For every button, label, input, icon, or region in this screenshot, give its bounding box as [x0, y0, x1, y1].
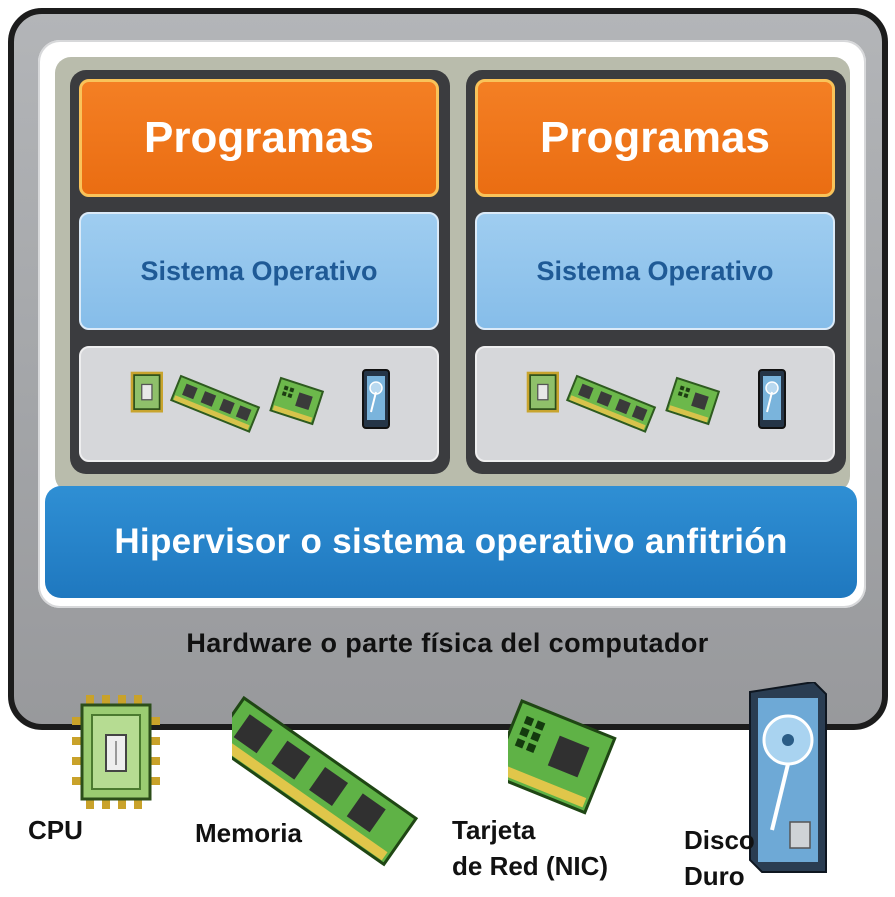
nic-label-line1: Tarjeta	[452, 815, 536, 845]
cpu-icon	[526, 371, 559, 413]
programs-layer: Programas	[475, 79, 835, 197]
virtual-machine-right: Programas Sistema Operativo	[466, 70, 846, 474]
virtual-hardware-icons	[130, 369, 390, 433]
operating-system-layer: Sistema Operativo	[475, 212, 835, 330]
hard-disk-icon	[749, 682, 827, 873]
virtual-hardware-layer	[79, 346, 439, 462]
memory-icon	[232, 695, 419, 867]
cpu-icon	[130, 371, 163, 413]
hypervisor-layer: Hipervisor o sistema operativo anfitrión	[45, 486, 857, 598]
virtual-hardware-icons	[526, 369, 786, 433]
memory-icon	[565, 374, 657, 433]
nic-label-line2: de Red (NIC)	[452, 851, 608, 881]
nic-icon	[665, 376, 721, 426]
hard-disk-icon	[758, 369, 786, 429]
memory-icon	[169, 374, 261, 433]
memory-label: Memoria	[195, 818, 302, 848]
virtual-hardware-layer	[475, 346, 835, 462]
disk-label-line2: Duro	[684, 861, 745, 891]
programs-layer: Programas	[79, 79, 439, 197]
operating-system-layer: Sistema Operativo	[79, 212, 439, 330]
nic-icon	[269, 376, 325, 426]
hard-disk-icon	[362, 369, 390, 429]
hardware-title: Hardware o parte física del computador	[186, 628, 709, 658]
disk-label-line1: Disco	[684, 825, 755, 855]
cpu-icon	[72, 695, 160, 809]
cpu-label: CPU	[28, 815, 83, 845]
nic-icon	[508, 699, 617, 815]
virtual-machine-left: Programas Sistema Operativo	[70, 70, 450, 474]
